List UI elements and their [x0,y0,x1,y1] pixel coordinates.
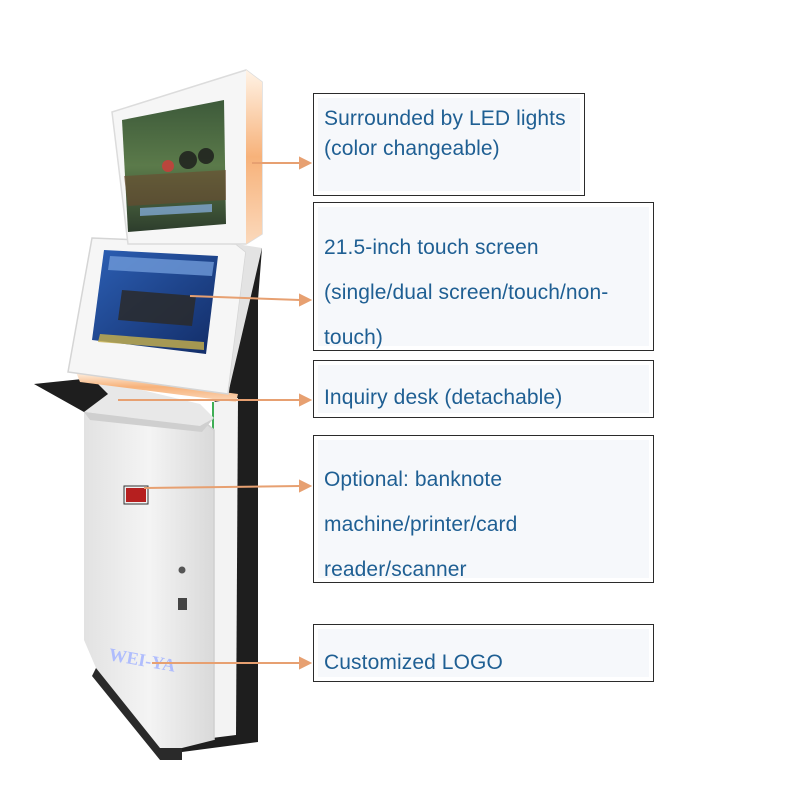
callout-led-lights: Surrounded by LED lights (color changeab… [313,93,585,196]
pointer-arrows [118,156,313,670]
arrow-led-head [299,156,313,170]
lock-icon [178,566,186,574]
callout-custom-logo: Customized LOGO [313,624,654,682]
callout-inquiry-desk-text: Inquiry desk (detachable) [324,386,563,409]
led-monitor [111,69,263,245]
callout-led-lights-text: Surrounded by LED lights (color changeab… [324,107,566,160]
callout-inquiry-desk: Inquiry desk (detachable) [313,360,654,418]
arrow-screen-head [299,293,313,307]
desk-led-strip [76,372,238,402]
monitor-led-edge [246,70,262,244]
callout-touch-screen-text: 21.5-inch touch screen (single/dual scre… [324,236,609,349]
arrow-logo-head [299,656,313,670]
arrow-desk-head [299,393,313,407]
card-reader-slot [178,598,187,610]
callout-custom-logo-text: Customized LOGO [324,651,503,674]
inquiry-desk [34,372,238,432]
touch-screen-housing [67,237,262,395]
banknote-slot [126,488,146,502]
arrow-optional-head [299,479,313,493]
arrow-optional [143,485,301,489]
kiosk-body: WEI-YA [83,411,215,760]
arrow-screen [189,295,301,301]
callout-optional-modules-text: Optional: banknote machine/printer/card … [324,468,518,581]
callout-optional-modules: Optional: banknote machine/printer/card … [313,435,654,583]
callout-touch-screen: 21.5-inch touch screen (single/dual scre… [313,202,654,351]
